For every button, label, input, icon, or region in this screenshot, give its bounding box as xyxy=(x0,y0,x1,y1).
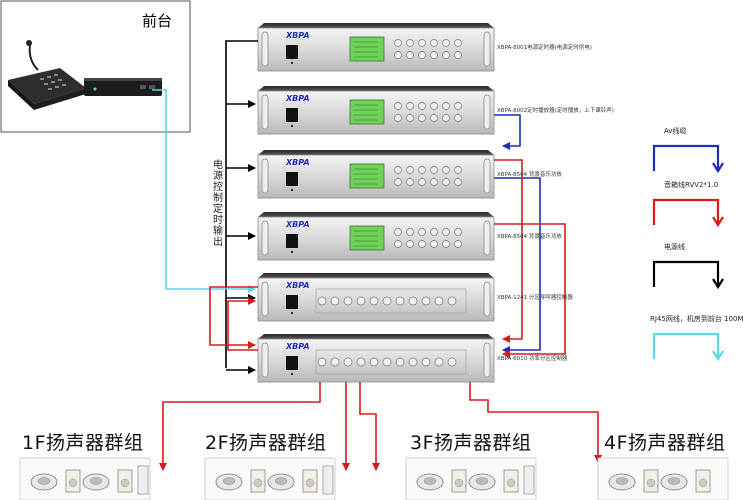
legend-label-3: 电源线 xyxy=(664,243,685,251)
column-speaker-icon xyxy=(137,465,149,495)
av-wire-2 xyxy=(494,177,541,354)
wall-speaker-icon xyxy=(250,469,266,493)
wall-speaker-icon xyxy=(65,469,81,493)
legend-item-2 xyxy=(652,198,724,228)
device-brand-1: XBPA xyxy=(286,31,310,40)
ceiling-speaker-icon xyxy=(608,473,636,491)
device-brand-5: XBPA xyxy=(286,281,310,290)
legend-label-4: RJ45网线，机房到前台 100M xyxy=(650,315,743,323)
device-brand-6: XBPA xyxy=(286,342,310,351)
legend-item-3 xyxy=(652,260,724,290)
device-brand-4: XBPA xyxy=(286,220,310,229)
speaker-wire-1 xyxy=(494,159,523,343)
device-brand-3: XBPA xyxy=(286,158,310,167)
ceiling-speaker-icon xyxy=(215,473,243,491)
speaker-wire-3 xyxy=(209,286,258,349)
floor-wire-4 xyxy=(469,382,602,463)
floor-group-1 xyxy=(19,457,151,500)
device-label-3: XBPA-8504 背景音乐功放 xyxy=(497,172,562,178)
rack-device-5 xyxy=(257,273,495,322)
legend-item-1 xyxy=(652,144,724,174)
ceiling-speaker-icon xyxy=(30,473,58,491)
devices-layer xyxy=(257,23,495,383)
rack-device-3 xyxy=(257,150,495,199)
av-wire-1 xyxy=(494,114,521,150)
floor-group-2 xyxy=(204,457,336,500)
speaker-wire-4 xyxy=(227,297,258,351)
wall-speaker-icon xyxy=(643,469,659,493)
floor-group-4 xyxy=(597,457,729,500)
device-label-6: XBPA-6010 功率分区控制器 xyxy=(497,356,568,362)
wall-speaker-icon xyxy=(302,469,318,493)
floor-wire-1 xyxy=(159,382,321,471)
floor-group-3 xyxy=(405,457,537,500)
rack-device-2 xyxy=(257,86,495,135)
device-label-2: XBPA-8002定时播放器(定时播放，上下课铃声) xyxy=(497,108,614,114)
paging-microphone-icon xyxy=(8,40,86,110)
ceiling-speaker-icon xyxy=(468,473,496,491)
wall-speaker-icon xyxy=(503,469,519,493)
speaker-wire-2 xyxy=(494,223,566,358)
ceiling-speaker-icon xyxy=(416,473,444,491)
network-adapter-icon xyxy=(84,78,162,96)
rack-device-6 xyxy=(257,334,495,383)
floor-label-2: 2F扬声器群组 xyxy=(205,432,327,454)
power-trunk xyxy=(225,40,258,368)
ceiling-speaker-icon xyxy=(660,473,688,491)
legend-item-4 xyxy=(652,332,724,362)
floor-label-1: 1F扬声器群组 xyxy=(22,432,144,454)
wall-speaker-icon xyxy=(117,469,133,493)
front-desk-box: 前台 xyxy=(0,0,191,133)
wall-speaker-icon xyxy=(695,469,711,493)
rack-device-1 xyxy=(257,23,495,72)
front-desk-label: 前台 xyxy=(142,12,172,30)
wall-speaker-icon xyxy=(451,469,467,493)
device-label-1: XBPA-8001电源定时器(电源定时供电) xyxy=(497,45,592,51)
column-speaker-icon xyxy=(523,465,535,495)
ceiling-speaker-icon xyxy=(267,473,295,491)
device-brand-2: XBPA xyxy=(286,94,310,103)
rack-device-4 xyxy=(257,212,495,261)
floor-wire-3 xyxy=(359,382,380,471)
floor-label-3: 3F扬声器群组 xyxy=(410,432,532,454)
device-label-5: XBPA-1241 分区寻呼器控制器 xyxy=(497,295,573,301)
wires-layer xyxy=(152,40,602,471)
power-control-label: 电源控制定时输出 xyxy=(213,160,223,248)
legend xyxy=(652,144,724,362)
legend-label-2: 音箱线RVV2*1.0 xyxy=(664,181,719,189)
legend-label-1: Av线缆 xyxy=(664,127,687,135)
floor-groups xyxy=(19,457,729,500)
floor-label-4: 4F扬声器群组 xyxy=(604,432,726,454)
ceiling-speaker-icon xyxy=(82,473,110,491)
column-speaker-icon xyxy=(322,465,334,495)
device-label-4: XBPA-8504 背景音乐功放 xyxy=(497,234,562,240)
